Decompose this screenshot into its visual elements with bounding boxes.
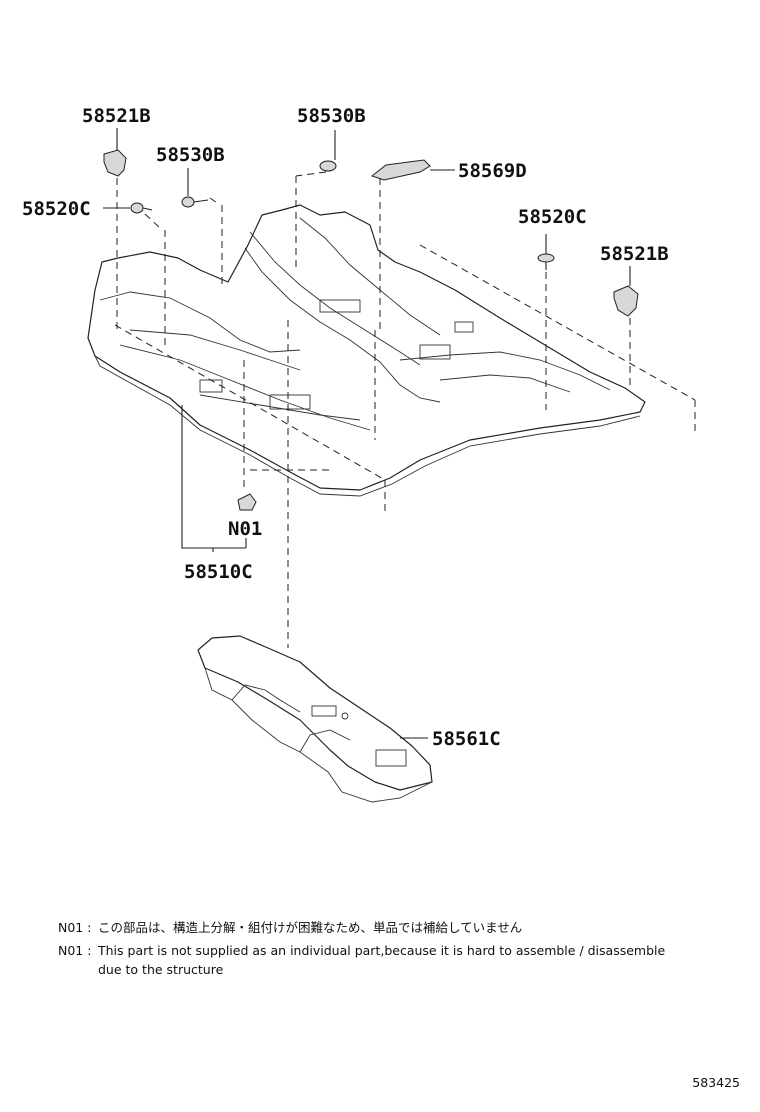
note-jp: N01 : この部品は、構造上分解・組付けが困難なため、単品では補給していません [58, 918, 522, 938]
clip-58520C-right-icon [537, 253, 555, 270]
label-58520C-right: 58520C [518, 206, 587, 228]
nut-N01-icon [237, 493, 257, 511]
note-en-continued: due to the structure [98, 962, 224, 977]
clip-58521B-left-icon [103, 149, 127, 177]
clip-58520C-left-icon [130, 202, 153, 214]
label-58561C: 58561C [432, 728, 501, 750]
label-58510C: 58510C [184, 561, 253, 583]
clip-58530B-left-icon [181, 196, 209, 208]
clip-58521B-right-icon [613, 285, 639, 317]
note-en-text: This part is not supplied as an individu… [98, 943, 666, 958]
plate-58569D-icon [370, 159, 431, 181]
note-jp-text: この部品は、構造上分解・組付けが困難なため、単品では補給していません [98, 920, 523, 935]
label-58521B-right: 58521B [600, 243, 669, 265]
label-N01: N01 [228, 518, 262, 540]
floor-carpet-assembly [87, 204, 646, 497]
label-58520C-left: 58520C [22, 198, 91, 220]
note-en: N01 : This part is not supplied as an ind… [58, 941, 665, 961]
label-58521B-left: 58521B [82, 105, 151, 127]
note-jp-code: N01 : [58, 920, 92, 935]
screw-58530B-top-icon [319, 160, 337, 172]
note-en-code: N01 : [58, 943, 92, 958]
label-58530B-left: 58530B [156, 144, 225, 166]
figure-number: 583425 [692, 1075, 740, 1090]
dashed-guides [114, 171, 696, 648]
center-tunnel-carpet [197, 635, 433, 803]
label-58530B-top: 58530B [297, 105, 366, 127]
label-58569D: 58569D [458, 160, 527, 182]
